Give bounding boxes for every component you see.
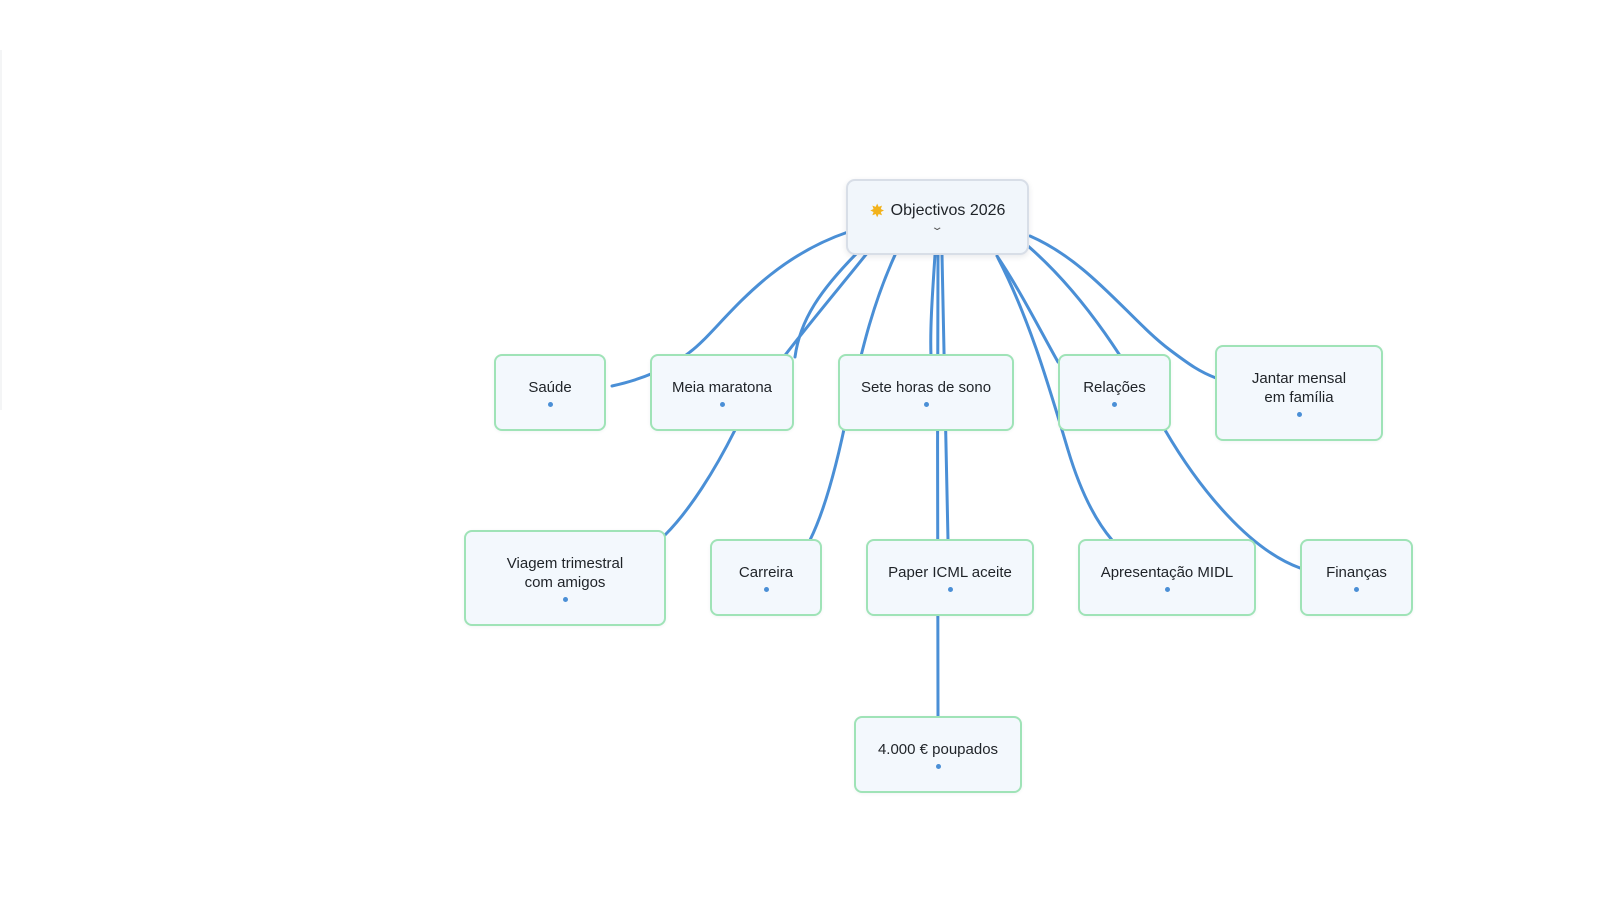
connection-handle[interactable] [719,402,725,407]
connection-handle[interactable] [763,587,769,592]
connection-handle[interactable] [1164,587,1170,592]
node-label-line1: Viagem trimestral [506,555,624,572]
node-financas[interactable]: Finanças [1300,539,1413,616]
star-icon: ✸ [869,200,885,221]
edge-root-meia-maratona [793,248,862,359]
node-label-line1: Jantar mensal [1251,370,1347,387]
chevron-down-icon[interactable]: ⌄ [930,222,945,233]
connection-handle[interactable] [547,402,553,407]
node-viagem-trimestral[interactable]: Viagem trimestral com amigos [464,530,666,626]
node-label: Saúde [528,379,572,396]
connection-handle[interactable] [1296,412,1302,417]
node-jantar-mensal[interactable]: Jantar mensal em família [1215,345,1383,441]
root-node[interactable]: ✸ Objectivos 2026 ⌄ [846,179,1029,255]
connection-handle[interactable] [1112,402,1117,407]
node-label: 4.000 € poupados [877,741,999,758]
connection-handle[interactable] [935,764,941,769]
connection-handle[interactable] [562,597,568,602]
node-label: Paper ICML aceite [888,564,1012,581]
node-poupados[interactable]: 4.000 € poupados [854,716,1022,793]
node-label: Sete horas de sono [860,379,992,396]
edge-root-relacoes [995,254,1060,364]
node-label: Relações [1083,379,1146,396]
node-apresentacao-midl[interactable]: Apresentação MIDL [1078,539,1256,616]
node-label: Apresentação MIDL [1100,564,1234,581]
node-label-line2: com amigos [524,574,606,591]
node-label: Carreira [738,564,794,581]
canvas-edge-shadow [0,50,2,410]
node-paper-icml[interactable]: Paper ICML aceite [866,539,1034,616]
root-label: Objectivos 2026 [890,202,1006,219]
node-label-line2: em família [1264,389,1334,406]
edge-root-sete-horas [929,253,937,358]
node-saude[interactable]: Saúde [494,354,606,431]
node-label: Finanças [1326,564,1387,581]
node-meia-maratona[interactable]: Meia maratona [650,354,794,431]
node-sete-horas-de-sono[interactable]: Sete horas de sono [838,354,1014,431]
node-carreira[interactable]: Carreira [710,539,822,616]
node-relacoes[interactable]: Relações [1058,354,1171,431]
connection-handle[interactable] [947,587,953,592]
connection-handle[interactable] [1354,587,1359,592]
node-label: Meia maratona [671,379,773,396]
connection-handle[interactable] [923,402,929,407]
root-title-row: ✸ Objectivos 2026 [870,201,1006,220]
